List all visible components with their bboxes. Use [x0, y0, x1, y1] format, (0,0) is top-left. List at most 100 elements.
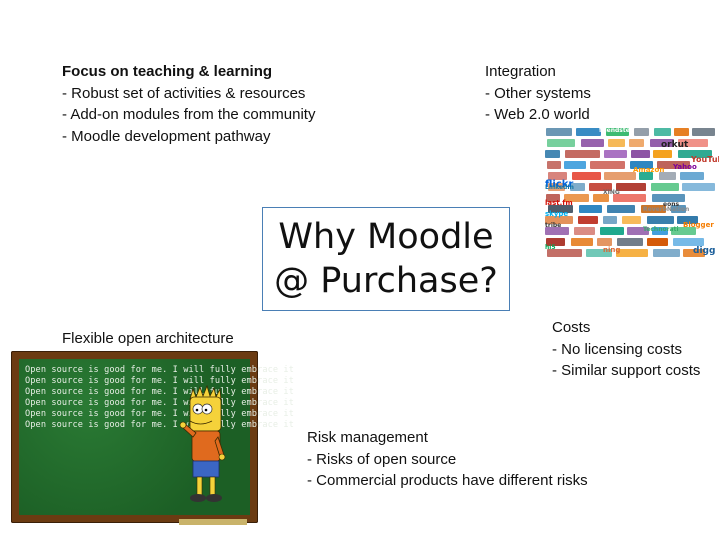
logo-tile: [627, 227, 649, 235]
logo-tile: [571, 238, 593, 246]
logo-text: skype: [545, 210, 569, 218]
logo-tile: [651, 183, 679, 191]
logo-tile: [657, 161, 690, 169]
logo-tile: [622, 216, 641, 224]
logo-tile: [593, 194, 609, 202]
logo-text: ReverbNation: [643, 206, 690, 213]
slide-title-line1: Why Moodle: [278, 217, 494, 257]
focus-item: - Robust set of activities & resources: [62, 84, 306, 102]
chalk-line: Open source is good for me. I will fully…: [25, 387, 294, 397]
logo-tile: [586, 249, 612, 257]
logo-tile: [547, 249, 582, 257]
logo-tile: [604, 172, 636, 180]
logo-tile: [671, 205, 686, 213]
chalk-writing: Open source is good for me. I will fully…: [25, 365, 294, 431]
logo-tile: [548, 183, 565, 191]
logo-tile: [677, 216, 698, 224]
logo-text: flickr: [545, 179, 574, 190]
logo-text: orkut: [661, 140, 689, 150]
logo-tile: [546, 238, 565, 246]
logo-tile: [603, 216, 617, 224]
slide-title-box: Why Moodle @ Purchase?: [262, 207, 510, 311]
logo-tile: [671, 227, 696, 235]
costs-heading: Costs: [552, 319, 591, 336]
flexible-heading: Flexible open architecture: [62, 330, 234, 347]
logo-text: hi5: [545, 244, 556, 251]
logo-text: digg: [693, 246, 716, 256]
logo-tile: [579, 205, 602, 213]
logo-tile: [641, 205, 666, 213]
logo-text: tribe: [545, 222, 562, 229]
chalk-line: Open source is good for me. I will fully…: [25, 409, 294, 419]
integration-item: - Web 2.0 world: [485, 106, 590, 123]
risk-item: - Commercial products have different ris…: [307, 472, 588, 489]
focus-heading: Focus on teaching & learning: [62, 63, 273, 80]
logo-tile: [616, 183, 646, 191]
logo-tile: [613, 194, 646, 202]
logo-tile: [546, 128, 572, 136]
slide-title-line2: @ Purchase?: [274, 261, 498, 301]
logo-tile: [548, 172, 567, 180]
chalk-line: Open source is good for me. I will fully…: [25, 365, 294, 375]
logo-tile: [604, 150, 627, 158]
web2-logo-collage: friendsterorkutYouTubeflickrLinkedInlast…: [543, 127, 719, 260]
focus-item: - Add-on modules from the community: [62, 106, 316, 123]
flexible-section: Flexible open architecture: [62, 328, 234, 350]
logo-tile: [692, 128, 715, 136]
logo-text: YouTube: [691, 155, 719, 164]
logo-tile: [570, 183, 585, 191]
logo-tile: [647, 216, 674, 224]
focus-item: - Moodle development pathway: [62, 127, 271, 145]
costs-section: Costs - No licensing costs - Similar sup…: [552, 317, 700, 382]
logo-tile: [630, 161, 653, 169]
logo-tile: [674, 128, 689, 136]
logo-tile: [574, 227, 595, 235]
logo-text: Yahoo: [673, 163, 697, 171]
logo-tile: [631, 150, 650, 158]
logo-tile: [565, 150, 600, 158]
risk-item: - Risks of open source: [307, 450, 457, 468]
logo-tile: [608, 139, 625, 147]
logo-tile: [673, 238, 704, 246]
logo-tile: [629, 139, 644, 147]
logo-tile: [634, 128, 649, 136]
logo-tile: [576, 128, 601, 136]
logo-text: ning: [603, 246, 621, 254]
logo-tile: [680, 172, 704, 180]
logo-tile: [653, 249, 680, 257]
logo-tile: [564, 161, 586, 169]
chalk-line: Open source is good for me. I will fully…: [25, 376, 294, 386]
logo-tile: [572, 172, 601, 180]
logo-tile: [581, 139, 604, 147]
logo-text: last.fm: [545, 199, 573, 207]
integration-section: Integration - Other systems - Web 2.0 wo…: [485, 61, 591, 126]
integration-item: - Other systems: [485, 84, 591, 102]
logo-text: eons: [663, 201, 680, 208]
logo-tile: [647, 238, 668, 246]
logo-text: XING: [603, 189, 620, 196]
logo-tile: [606, 128, 629, 136]
chalk-line: Open source is good for me. I will fully…: [25, 420, 294, 430]
integration-heading: Integration: [485, 63, 556, 80]
logo-tile: [650, 139, 674, 147]
logo-tile: [545, 150, 560, 158]
logo-tile: [547, 161, 561, 169]
logo-tile: [545, 227, 569, 235]
chalk-ledge: [179, 519, 247, 525]
logo-tile: [564, 194, 589, 202]
risk-section: Risk management - Risks of open source -…: [307, 427, 588, 492]
logo-tile: [545, 216, 573, 224]
logo-tile: [683, 249, 705, 257]
costs-item: - No licensing costs: [552, 340, 683, 358]
logo-tile: [639, 172, 653, 180]
logo-tile: [678, 150, 712, 158]
logo-tile: [597, 238, 612, 246]
logo-tile: [589, 183, 612, 191]
logo-tile: [652, 227, 668, 235]
logo-tile: [617, 238, 643, 246]
logo-tile: [659, 172, 676, 180]
logo-text: Amazon: [633, 166, 665, 174]
logo-tile: [547, 139, 575, 147]
logo-text: friendster: [599, 127, 633, 134]
logo-tile: [546, 194, 560, 202]
